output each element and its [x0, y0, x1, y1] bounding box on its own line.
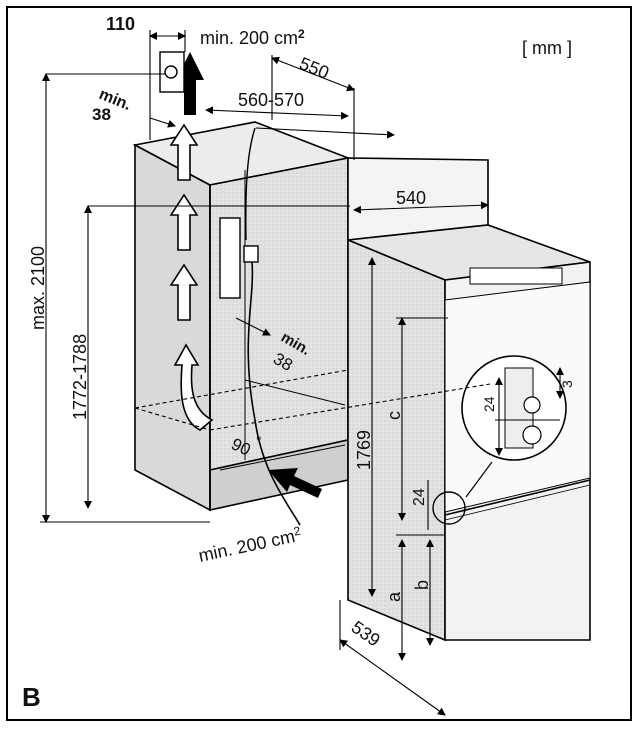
figure-letter: B [22, 682, 41, 712]
label-top-area: min. 200 cm2 [200, 27, 305, 48]
label-detail-24: 24 [481, 396, 497, 412]
label-bottom-area: min. 200 cm2 [196, 524, 303, 566]
label-1769: 1769 [354, 430, 374, 470]
label-539: 539 [348, 617, 384, 651]
label-detail-3: 3 [559, 380, 575, 388]
niche-inner-lines [219, 170, 346, 471]
label-top-area-sup: 2 [298, 27, 305, 41]
label-bottom-area-text: min. 200 cm [197, 526, 297, 566]
air-in-arrow-icon [268, 468, 322, 498]
label-a: a [384, 591, 404, 602]
unit-label: [ mm ] [522, 38, 572, 58]
label-b: b [412, 580, 432, 590]
label-gap-38: 38 [92, 105, 111, 124]
dimension-lines [40, 30, 564, 716]
vent-grille [159, 51, 185, 93]
label-560-570: 560-570 [238, 90, 304, 110]
power-cable [245, 127, 256, 241]
label-110: 110 [106, 14, 135, 34]
label-1772-1788: 1772-1788 [70, 334, 90, 420]
label-c: c [384, 411, 404, 420]
label-540: 540 [396, 188, 426, 208]
label-top-area-text: min. 200 cm [200, 28, 298, 48]
label-max-2100: max. 2100 [28, 246, 48, 330]
power-socket [219, 217, 301, 526]
detail-zoom [432, 355, 567, 525]
label-550: 550 [297, 53, 332, 83]
label-angle-deg: ° [256, 433, 262, 449]
ventilation-arrows [169, 123, 214, 431]
label-bottom-area-sup: 2 [292, 524, 302, 539]
label-24: 24 [411, 488, 428, 506]
